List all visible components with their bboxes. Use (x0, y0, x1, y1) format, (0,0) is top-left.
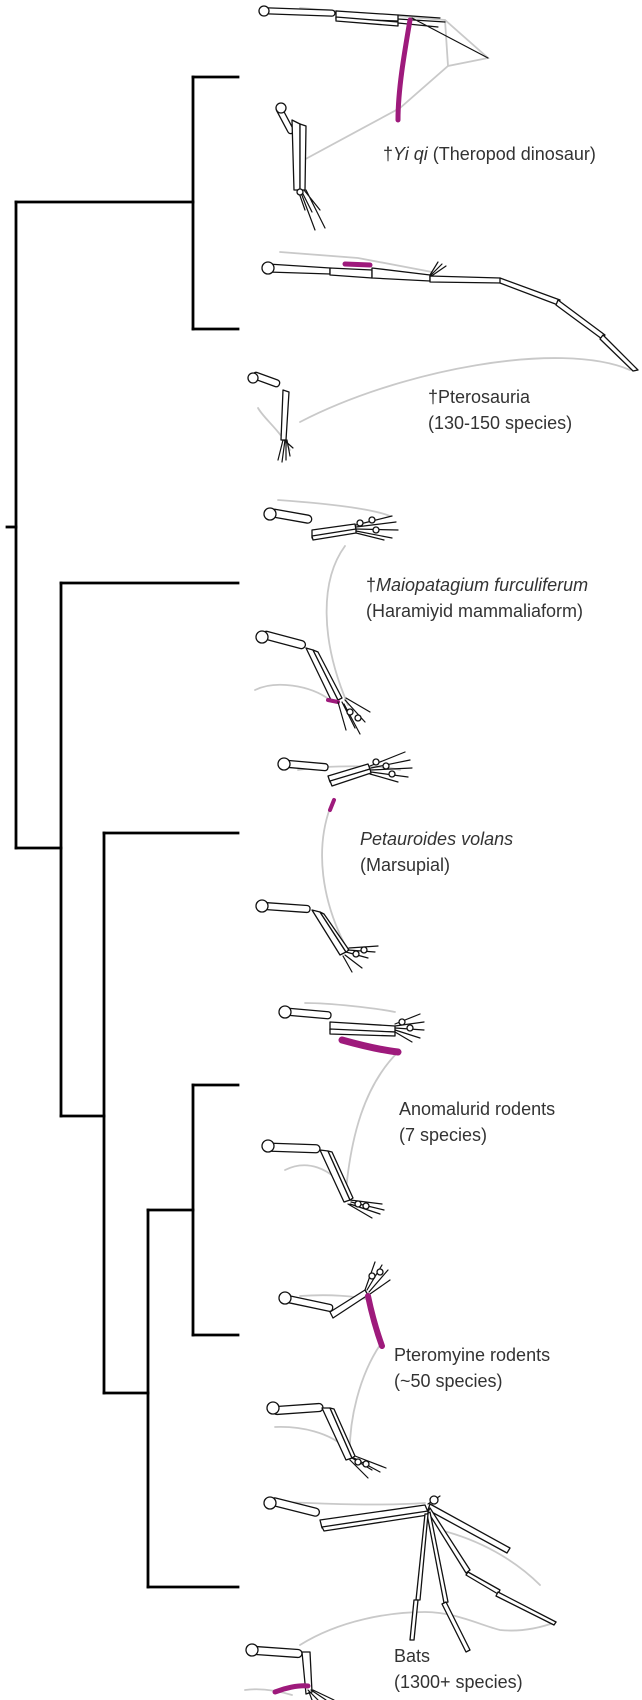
label-pterosauria: †Pterosauria (130-150 species) (428, 384, 572, 436)
taxon-scientific-name: Anomalurid rodents (399, 1099, 555, 1119)
taxon-common-name: (Haramiyid mammaliaform) (366, 598, 588, 624)
taxon-scientific-name: Bats (394, 1646, 430, 1666)
yi-qi-skeleton (259, 6, 488, 230)
taxon-common-name: (130-150 species) (428, 410, 572, 436)
taxon-common-name: (Theropod dinosaur) (433, 144, 596, 164)
label-yi-qi: †Yi qi (Theropod dinosaur) (383, 141, 596, 167)
taxon-common-name: (7 species) (399, 1122, 555, 1148)
taxon-scientific-name: Pteromyine rodents (394, 1345, 550, 1365)
dagger-mark: † (366, 575, 376, 595)
taxon-common-name: (1300+ species) (394, 1669, 523, 1695)
label-anomalurid: Anomalurid rodents (7 species) (399, 1096, 555, 1148)
dagger-mark: † (383, 144, 393, 164)
label-maiopatagium: †Maiopatagium furculiferum (Haramiyid ma… (366, 572, 588, 624)
taxon-scientific-name: Petauroides volans (360, 829, 513, 849)
taxon-scientific-name: Pterosauria (438, 387, 530, 407)
taxon-common-name: (~50 species) (394, 1368, 550, 1394)
dagger-mark: † (428, 387, 438, 407)
label-pteromyine: Pteromyine rodents (~50 species) (394, 1342, 550, 1394)
taxon-scientific-name: Maiopatagium furculiferum (376, 575, 588, 595)
label-petauroides: Petauroides volans (Marsupial) (360, 826, 513, 878)
label-bats: Bats (1300+ species) (394, 1643, 523, 1695)
taxon-scientific-name: Yi qi (393, 144, 428, 164)
pteromyine-skeleton (267, 1262, 390, 1478)
taxon-common-name: (Marsupial) (360, 852, 513, 878)
cladogram (7, 77, 238, 1587)
